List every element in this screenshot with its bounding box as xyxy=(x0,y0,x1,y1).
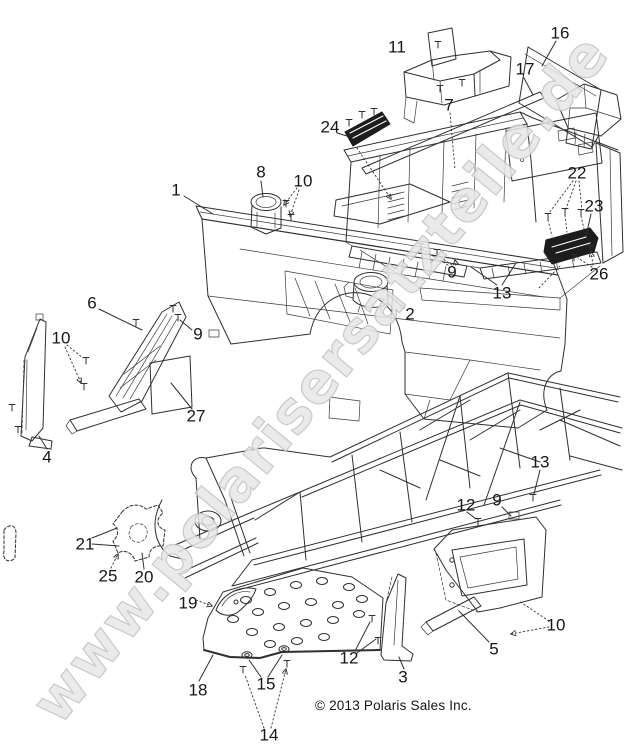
part-heat-shield-small xyxy=(3,525,17,562)
callout-26: 26 xyxy=(589,264,609,284)
copyright: © 2013 Polaris Sales Inc. xyxy=(315,698,472,713)
part-fender-panel-right xyxy=(420,494,547,636)
callout-9: 9 xyxy=(492,490,502,510)
callout-13: 13 xyxy=(530,452,550,472)
callout-3: 3 xyxy=(398,667,408,687)
callout-12: 12 xyxy=(456,495,476,515)
callout-2: 2 xyxy=(405,304,415,324)
callout-5: 5 xyxy=(489,639,499,659)
part-cupholder-upper xyxy=(250,193,282,235)
part-mud-flap xyxy=(368,573,414,662)
callout-17: 17 xyxy=(515,59,535,79)
callout-15: 15 xyxy=(256,674,276,694)
leader-lines xyxy=(38,40,593,729)
part-bracket-small xyxy=(215,587,257,616)
callout-10: 10 xyxy=(293,171,313,191)
part-access-panel xyxy=(505,112,603,182)
part-heat-shield-large xyxy=(112,504,166,562)
callout-14: 14 xyxy=(259,725,279,745)
part-bracket-box xyxy=(403,27,512,124)
callout-19: 19 xyxy=(178,593,198,613)
callout-18: 18 xyxy=(188,680,208,700)
callout-7: 7 xyxy=(444,95,454,115)
callout-11: 11 xyxy=(388,37,406,57)
callout-8: 8 xyxy=(256,162,266,182)
callout-12: 12 xyxy=(339,648,359,668)
callout-10: 10 xyxy=(51,328,71,348)
callout-16: 16 xyxy=(550,23,570,43)
callout-25: 25 xyxy=(98,566,118,586)
callout-22: 22 xyxy=(567,163,587,183)
callout-27: 27 xyxy=(186,406,206,426)
callout-4: 4 xyxy=(42,447,52,467)
part-skid-plate xyxy=(202,567,384,659)
fasteners-plate xyxy=(239,645,291,674)
part-blank-panel xyxy=(149,355,193,415)
part-vent-grille xyxy=(344,108,391,147)
part-corner-bracket xyxy=(555,83,622,150)
part-side-panel-left xyxy=(20,313,53,450)
callout-9: 9 xyxy=(193,324,203,344)
callout-24: 24 xyxy=(320,117,340,137)
part-support-panel-left xyxy=(65,301,187,435)
part-frame-chassis xyxy=(154,372,623,592)
callout-13: 13 xyxy=(492,283,512,303)
callout-20: 20 xyxy=(134,567,154,587)
part-cupholder-lower xyxy=(343,272,389,314)
part-trim-strip xyxy=(361,91,545,175)
callout-9: 9 xyxy=(447,262,457,282)
callout-6: 6 xyxy=(87,293,97,313)
callout-21: 21 xyxy=(75,534,95,554)
callout-10: 10 xyxy=(546,615,566,635)
part-dash-panel xyxy=(195,205,568,429)
callout-1: 1 xyxy=(171,180,181,200)
callout-23: 23 xyxy=(584,196,604,216)
